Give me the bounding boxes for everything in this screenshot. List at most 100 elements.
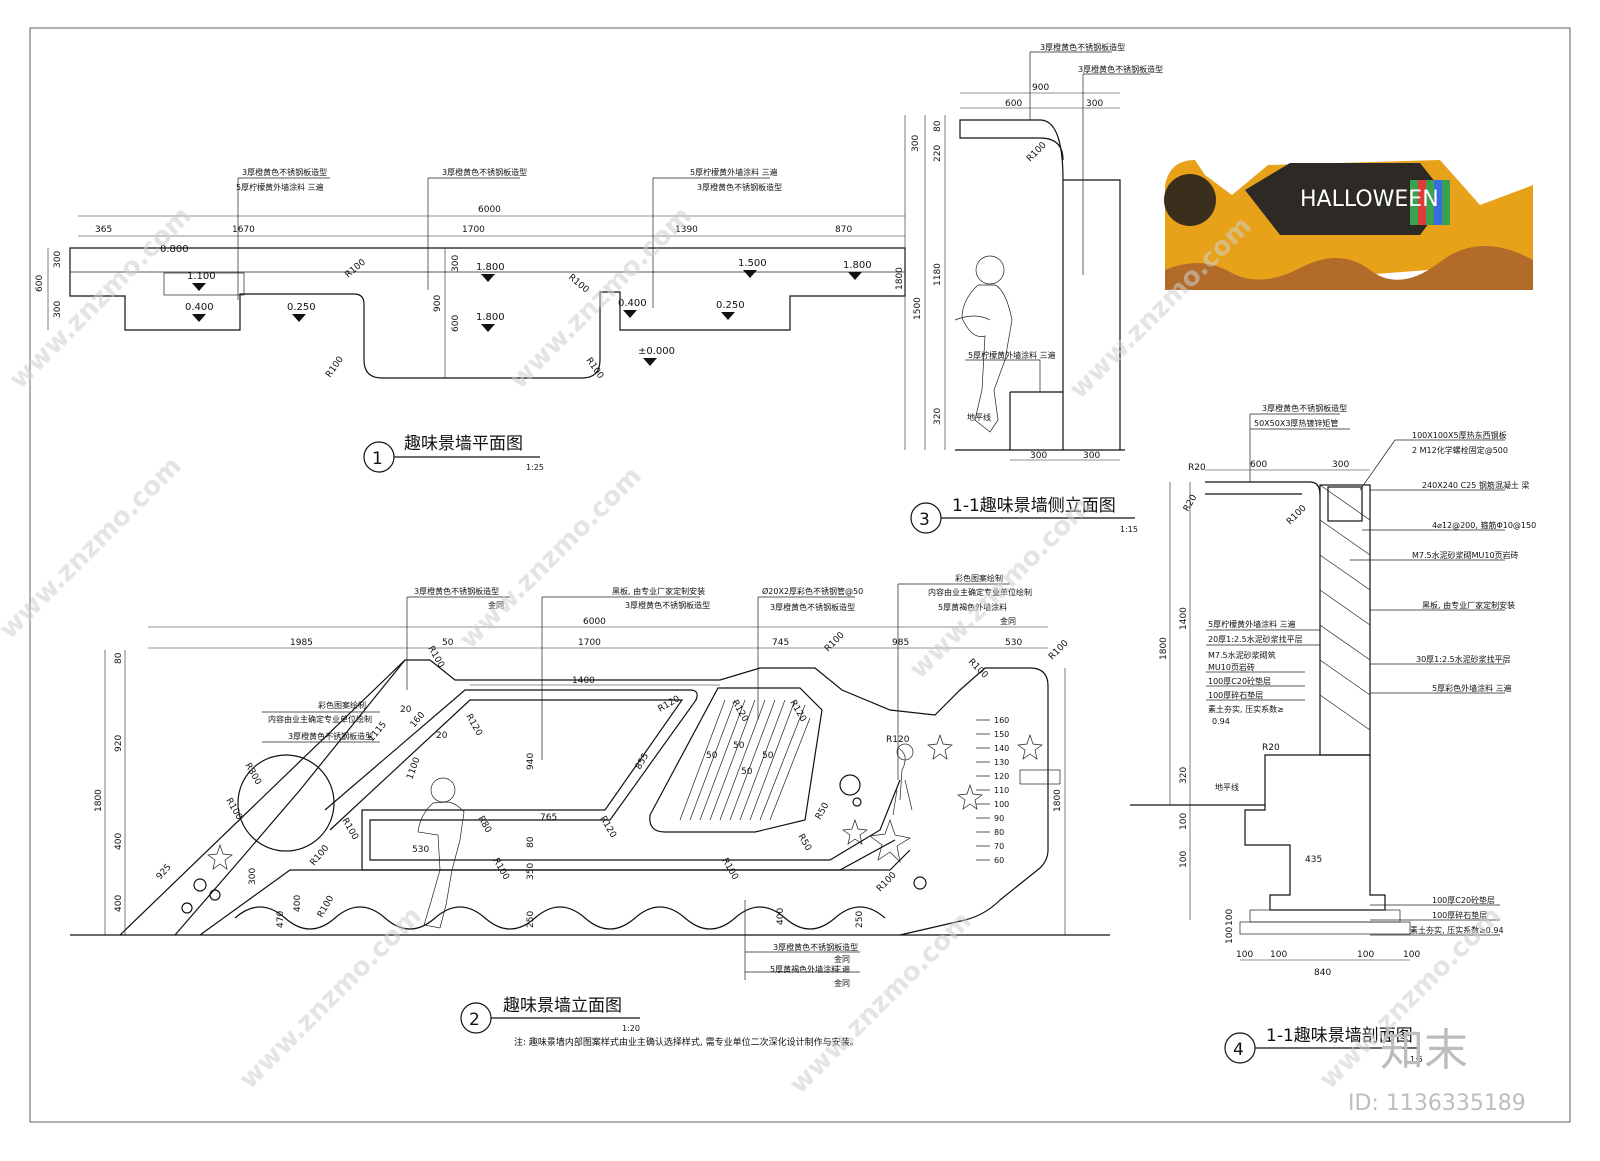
elev-dim-50b: 50: [706, 751, 718, 761]
elev-bottom-callouts: 3厚橙黄色不锈钢板造型 金同 5厚黄褐色外墙涂料 三遍 金同: [744, 900, 860, 988]
elev-dim-50a: 50: [733, 741, 745, 751]
plan-elev-4: 0.250: [287, 302, 316, 313]
sheet-border: [29, 27, 1571, 1123]
plan-callout-3: 3厚橙黄色不锈钢板造型: [442, 167, 527, 177]
section-view: 地平线 600 300 1800 1400 320 100 100 100 10…: [1130, 403, 1536, 1064]
elev-r-6: R120: [729, 699, 750, 725]
section-callout-r7: 30厚1:2.5水泥砂浆找平层: [1416, 654, 1511, 664]
side-leader-1: [1029, 51, 1112, 120]
section-radius-2: R20: [1182, 493, 1200, 514]
elev-rocket: [892, 747, 913, 816]
section-foundation: [1244, 754, 1386, 911]
side-dim-900: 900: [1032, 83, 1049, 93]
plan-elev-3: 0.400: [185, 302, 214, 313]
section-dim-b3: 100: [1357, 950, 1374, 960]
elev-inner-dims: 1115 20 160 20 1100 940 855 765 80 350 2…: [155, 705, 865, 928]
side-dim-l6: 1180: [933, 263, 943, 286]
elev-callout-t5: 3厚橙黄色不锈钢板造型: [770, 602, 855, 612]
elev-dot-3: [181, 902, 193, 914]
elev-dim-925: 925: [155, 863, 174, 882]
elev-dim-985: 985: [892, 638, 909, 648]
elev-dim-right-1800: 1800: [1053, 789, 1063, 812]
section-callout-r4: 4⌀12@200, 箍筋Φ10@150: [1432, 520, 1536, 530]
section-dim-b1: 100: [1236, 950, 1253, 960]
section-dim-300: 300: [1332, 460, 1349, 470]
plan-leader-1: [237, 177, 330, 300]
elev-rocket-head: [896, 743, 914, 761]
section-callout-b1: 100厚C20砼垫层: [1432, 895, 1495, 905]
side-title: 1-1趣味景墙侧立面图: [952, 496, 1116, 516]
plan-dim-left-b: 300: [53, 301, 63, 318]
side-dim-l7: 320: [933, 408, 943, 425]
elev-dim-765: 765: [540, 813, 557, 823]
section-beam: [1327, 486, 1363, 522]
section-callout-r1: 100X100X5厚热东西钢板: [1412, 430, 1507, 440]
render-image: HALLOWEEN: [1163, 100, 1533, 290]
render-blackboard: [1245, 163, 1448, 235]
plan-dim-d: 1390: [675, 225, 698, 235]
side-dim-l5: 1500: [913, 297, 923, 320]
elev-dim-1985: 1985: [290, 638, 313, 648]
ruler-140: 140: [994, 744, 1009, 753]
section-callout-l2: 20厚1:2.5水泥砂浆找平层: [1208, 634, 1303, 644]
elev-dim-1400: 1400: [572, 676, 595, 686]
ruler-90: 90: [994, 814, 1004, 823]
elev-r-13: R300: [242, 762, 263, 788]
side-ground-label: 地平线: [967, 412, 991, 422]
section-radius-1: R20: [1188, 463, 1206, 473]
watermark-7: www.znzmo.com: [234, 901, 428, 1095]
side-dim-b2: 300: [1083, 451, 1100, 461]
elev-r-2: R100: [966, 657, 990, 681]
section-dim-600: 600: [1250, 460, 1267, 470]
section-right-callouts: 100X100X5厚热东西钢板 2 M12化学螺栓固定@500 240X240 …: [1350, 430, 1536, 694]
ruler-100: 100: [994, 800, 1009, 809]
section-dim-1800: 1800: [1159, 637, 1169, 660]
elev-dim-400d: 400: [776, 908, 786, 925]
watermarks: www.znzmo.com www.znzmo.com www.znzmo.co…: [0, 201, 1526, 1116]
ruler-70: 70: [994, 842, 1004, 851]
elev-num: 2: [469, 1010, 480, 1030]
elev-dim-530: 530: [1005, 638, 1022, 648]
elev-outline: [119, 659, 1049, 936]
elev-note: 注: 趣味景墙内部图案样式由业主确认选择样式, 需专业单位二次深化设计制作与安装…: [514, 1036, 859, 1048]
elev-dim-6000: 6000: [583, 617, 606, 627]
elev-r-5: R120: [657, 694, 683, 715]
section-dim-100b: 100: [1179, 851, 1189, 868]
plan-callout-4: 5厚柠檬黄外墙涂料 三遍: [690, 167, 778, 177]
ruler-130: 130: [994, 758, 1009, 767]
elev-dim-1100: 1100: [405, 756, 422, 781]
elev-dim-80b: 80: [526, 836, 536, 848]
section-callout-r6: 黑板, 由专业厂家定制安装: [1422, 600, 1515, 610]
plan-elev-9: 0.400: [618, 298, 647, 309]
elev-callout-b3: 三遍: [834, 964, 850, 974]
section-dim-435: 435: [1305, 855, 1322, 865]
side-callout-3: 5厚柠檬黄外墙涂料 三遍: [968, 350, 1056, 360]
section-callout-r8: 5厚彩色外墙涂料 三遍: [1432, 683, 1512, 693]
elev-callout-b0: 3厚橙黄色不锈钢板造型: [773, 942, 858, 952]
plan-elev-5: 1.800: [476, 262, 505, 273]
section-dim-100d: 100: [1225, 927, 1235, 944]
side-wall: [1063, 179, 1121, 450]
elev-bottom-band: [199, 849, 911, 936]
section-radius-4: R20: [1262, 743, 1280, 753]
elev-round-panel: [237, 754, 335, 852]
elev-blackboard: [649, 687, 823, 833]
elev-callout-b4: 金同: [834, 978, 850, 988]
plan-dim-a: 365: [95, 225, 112, 235]
ruler-160: 160: [994, 716, 1009, 725]
elev-height-ruler: 160 150 140 130 120 110 100 90 80 70 60: [976, 716, 1061, 865]
plan-callout-1: 3厚橙黄色不锈钢板造型: [242, 167, 327, 177]
elev-r-20: R100: [875, 870, 899, 894]
section-ground-label: 地平线: [1215, 782, 1239, 792]
elev-callout-t1: 金同: [488, 600, 504, 610]
watermark-5: www.znzmo.com: [454, 461, 648, 655]
watermark-2: www.znzmo.com: [504, 201, 698, 395]
section-dim-100a: 100: [1179, 813, 1189, 830]
elev-bubble-3: [913, 876, 927, 890]
section-callout-l8: 0.94: [1212, 717, 1230, 726]
plan-box: [163, 272, 245, 296]
watermark-id: ID: 1136335189: [1348, 1091, 1526, 1116]
elev-callout-t9: 金同: [1000, 616, 1016, 626]
side-radius: R100: [1025, 140, 1049, 164]
